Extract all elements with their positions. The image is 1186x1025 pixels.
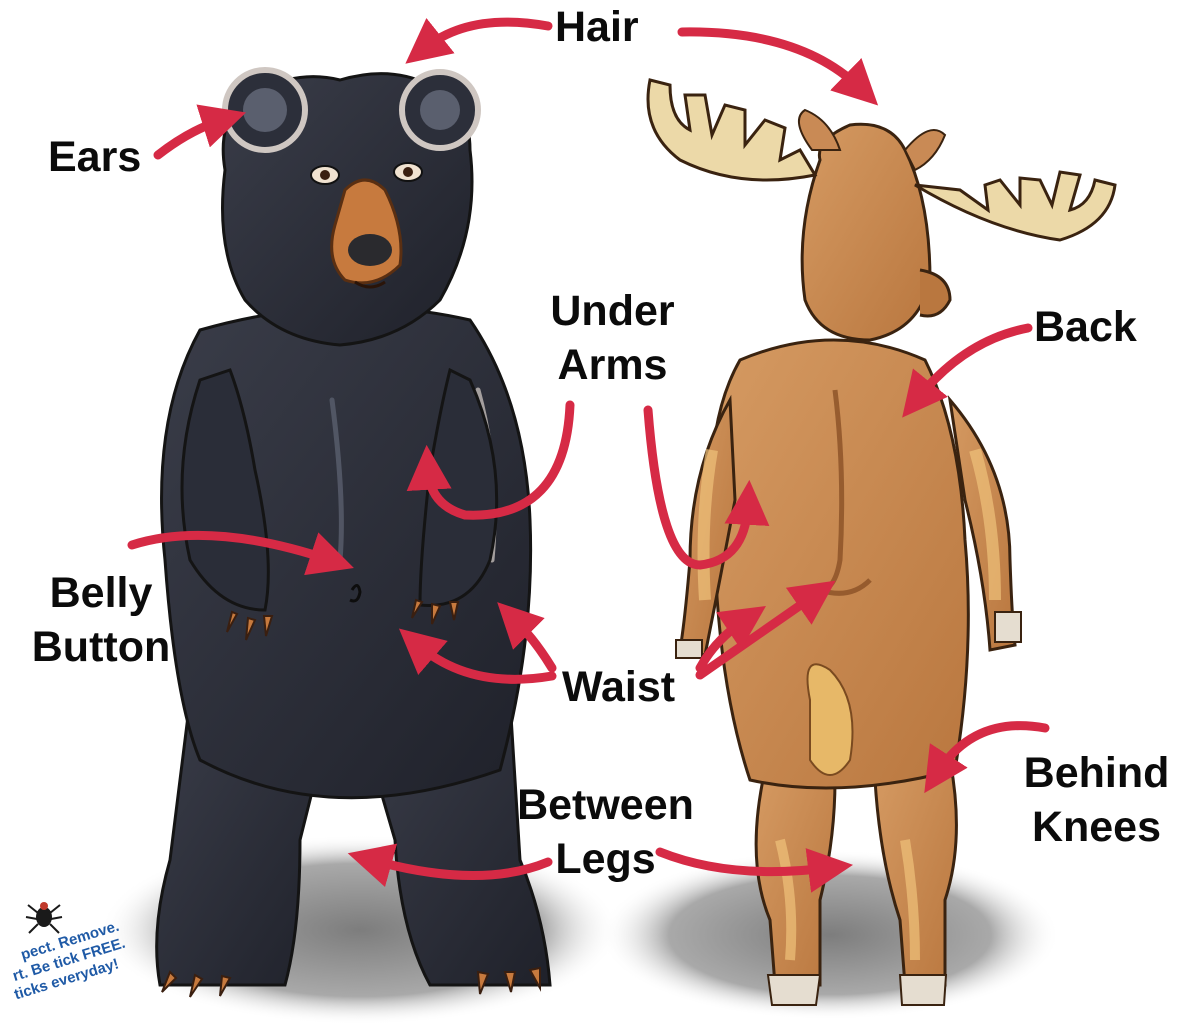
label-belly-button-line1: Belly	[16, 566, 186, 620]
arrow-ears	[158, 120, 222, 155]
label-behind-knees: Behind Knees	[1014, 746, 1179, 854]
label-belly-button: Belly Button	[16, 566, 186, 674]
label-between-legs-line2: Legs	[508, 832, 703, 886]
label-between-legs-line1: Between	[508, 778, 703, 832]
label-behind-knees-line1: Behind	[1014, 746, 1179, 800]
label-under-arms-line2: Arms	[530, 338, 695, 392]
label-belly-button-line2: Button	[16, 620, 186, 674]
label-behind-knees-line2: Knees	[1014, 800, 1179, 854]
label-back: Back	[1034, 300, 1137, 354]
label-waist: Waist	[562, 660, 675, 714]
label-between-legs: Between Legs	[508, 778, 703, 886]
arrow-hair-moose	[682, 32, 860, 88]
label-hair: Hair	[555, 0, 639, 54]
arrow-hair-bear	[425, 22, 548, 48]
tick-logo-icon	[26, 902, 62, 933]
label-ears: Ears	[48, 130, 141, 184]
label-under-arms-line1: Under	[530, 284, 695, 338]
label-under-arms: Under Arms	[530, 284, 695, 392]
